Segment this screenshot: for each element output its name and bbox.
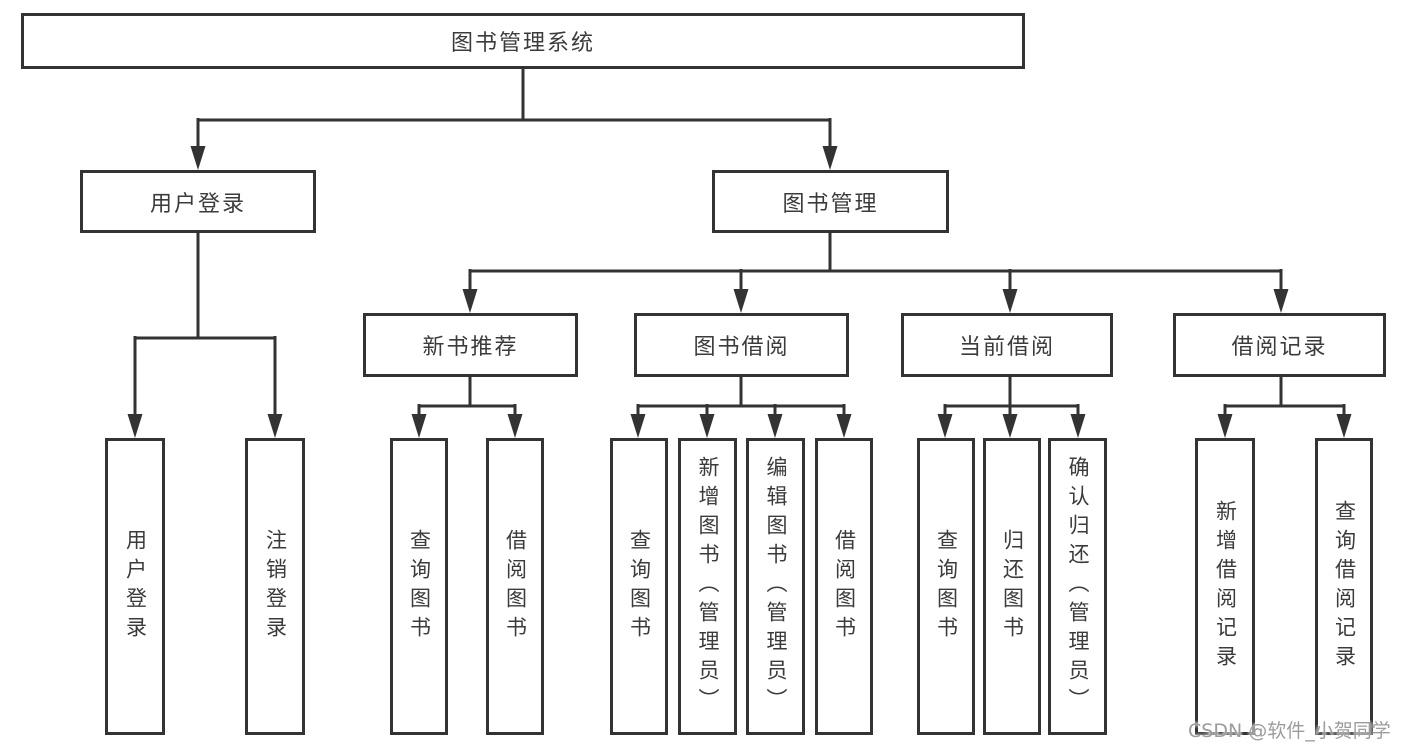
node-add-borrow-record-leaf: 新增借阅记录: [1195, 438, 1255, 735]
node-query-books-leaf: 查询图书: [917, 438, 975, 735]
node-confirm-return-admin-leaf: 确认归还（管理员）: [1048, 438, 1107, 735]
node-label: 编辑图书（管理员）: [764, 456, 788, 717]
node-label: 用户登录: [149, 191, 246, 217]
node-new-book-recommend: 新书推荐: [363, 313, 578, 377]
node-label: 查询图书: [407, 528, 432, 645]
node-query-books-leaf: 查询图书: [390, 438, 448, 735]
node-label: 用户登录: [123, 528, 148, 645]
node-label: 新增图书（管理员）: [696, 456, 720, 717]
edges-book-management: [462, 233, 1289, 313]
node-borrow-books-leaf: 借阅图书: [815, 438, 873, 735]
node-borrow-books-leaf: 借阅图书: [486, 438, 544, 735]
node-label: 新书推荐: [422, 335, 519, 360]
edges-user-login: [127, 233, 283, 438]
edges-current-borrow: [937, 377, 1086, 438]
node-label: 新增借阅记录: [1213, 499, 1238, 674]
node-book-management: 图书管理: [712, 170, 949, 233]
node-label: 借阅图书: [503, 528, 528, 645]
edges-new-book-recommend: [411, 377, 523, 438]
node-library-management-system: 图书管理系统: [21, 13, 1025, 69]
node-borrow-records: 借阅记录: [1173, 313, 1386, 377]
edges-book-borrow: [630, 377, 852, 438]
node-label: 确认归还（管理员）: [1066, 456, 1090, 717]
node-label: 查询图书: [934, 528, 959, 645]
edges-borrow-records: [1217, 377, 1352, 438]
node-label: 归还图书: [1000, 528, 1025, 645]
csdn-watermark: CSDN @软件_小贺同学: [1188, 720, 1391, 742]
node-logout-leaf: 注销登录: [245, 438, 305, 735]
node-label: 图书管理: [782, 191, 879, 217]
node-label: 图书借阅: [693, 335, 790, 360]
node-label: 借阅图书: [832, 528, 857, 645]
node-label: 借阅记录: [1231, 335, 1328, 360]
node-query-books-leaf: 查询图书: [610, 438, 668, 735]
node-user-login-leaf: 用户登录: [105, 438, 165, 735]
node-add-books-admin-leaf: 新增图书（管理员）: [678, 438, 737, 735]
node-label: 当前借阅: [958, 335, 1055, 360]
edges-root: [190, 69, 838, 170]
node-user-login: 用户登录: [80, 170, 316, 233]
node-return-books-leaf: 归还图书: [983, 438, 1041, 735]
node-label: 图书管理系统: [450, 31, 595, 56]
node-query-borrow-record-leaf: 查询借阅记录: [1315, 438, 1373, 735]
node-label: 查询图书: [627, 528, 652, 645]
node-label: 查询借阅记录: [1332, 499, 1357, 674]
node-label: 注销登录: [263, 528, 288, 645]
node-edit-books-admin-leaf: 编辑图书（管理员）: [746, 438, 805, 735]
node-current-borrow: 当前借阅: [901, 313, 1113, 377]
node-book-borrow: 图书借阅: [634, 313, 849, 377]
